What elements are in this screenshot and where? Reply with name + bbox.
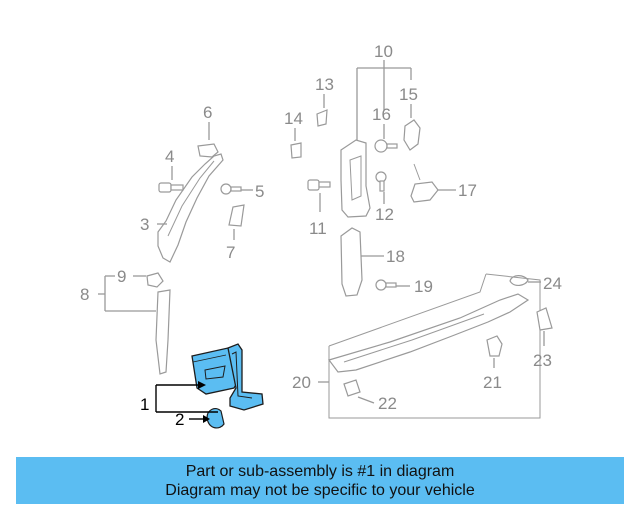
part-pad-7 [228, 204, 245, 227]
part-screw-5 [220, 183, 242, 195]
callout-21: 21 [483, 373, 502, 392]
part-bolt-11 [307, 179, 331, 191]
part-bolt-4 [158, 182, 184, 193]
callout-16: 16 [372, 105, 391, 124]
part-clip-13 [316, 109, 328, 127]
part-a-pillar-trim [157, 153, 224, 263]
part-b-pillar-upper-10 [340, 139, 371, 218]
callout-3: 3 [140, 215, 149, 234]
part-clip-6 [197, 143, 219, 158]
callout-6: 6 [203, 103, 212, 122]
callout-7: 7 [226, 243, 235, 262]
callout-8: 8 [80, 285, 89, 304]
callout-19: 19 [414, 277, 433, 296]
callout-1: 1 [140, 395, 149, 414]
part-clip-22 [343, 379, 361, 397]
callout-14: 14 [284, 109, 303, 128]
callout-12: 12 [375, 205, 394, 224]
callout-13: 13 [315, 75, 334, 94]
part-screw-16 [374, 139, 398, 153]
part-b-pillar-lower-18 [340, 227, 363, 297]
banner-line-1: Part or sub-assembly is #1 in diagram [185, 462, 455, 480]
info-banner: Part or sub-assembly is #1 in diagram Di… [16, 457, 624, 504]
part-clip-21 [486, 335, 503, 357]
callout-18: 18 [386, 247, 405, 266]
banner-line-2: Diagram may not be specific to your vehi… [165, 481, 475, 499]
callout-4: 4 [165, 147, 174, 166]
callout-15: 15 [399, 85, 418, 104]
callout-20: 20 [292, 373, 311, 392]
callout-17: 17 [458, 181, 477, 200]
parts-diagram: 3 4 6 5 7 9 8 10 13 14 [80, 42, 562, 429]
part-bracket-23 [536, 307, 553, 331]
callout-23: 23 [533, 351, 552, 370]
part-anchor-17 [410, 181, 439, 203]
part-screw-12 [375, 171, 387, 192]
callout-11: 11 [309, 219, 327, 238]
part-scuff-plate-20 [328, 293, 530, 373]
callout-9: 9 [117, 267, 126, 286]
part-screw-19 [375, 279, 397, 291]
part-hook-15 [403, 119, 421, 151]
callout-24: 24 [543, 274, 562, 293]
callout-22: 22 [378, 394, 397, 413]
callout-10: 10 [374, 42, 393, 61]
part-clip-9 [146, 272, 164, 288]
part-pillar-garnish-8 [155, 289, 171, 375]
callout-5: 5 [255, 182, 264, 201]
callout-2: 2 [175, 410, 184, 429]
part-clip-14 [290, 142, 302, 159]
